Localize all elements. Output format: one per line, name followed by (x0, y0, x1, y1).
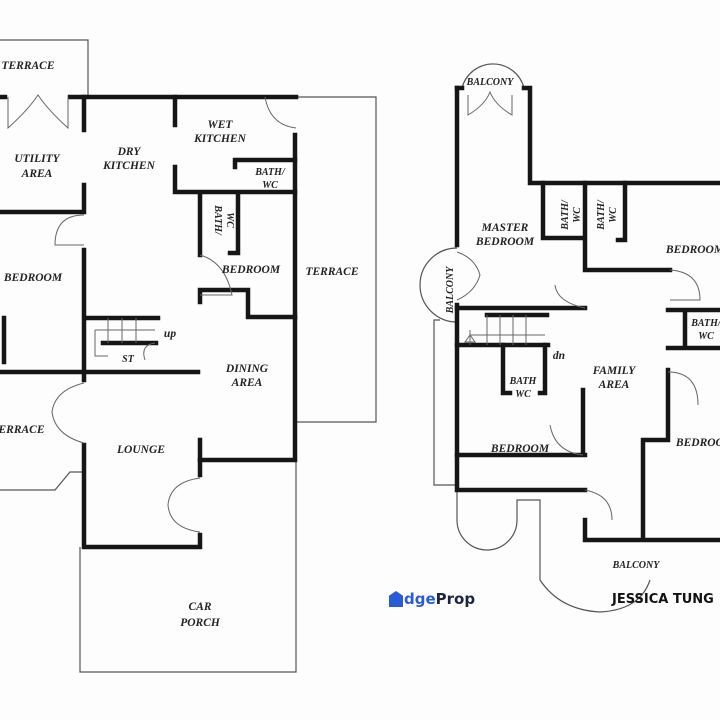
house-logo-icon (389, 591, 403, 607)
edgeprop-logo: dge Prop (389, 590, 475, 608)
label-ff-bath-wc-1b: WC (572, 207, 583, 223)
first-floor-walls (454, 85, 720, 543)
ground-floor-labels: TERRACE UTILITY AREA DRY KITCHEN WET KIT… (0, 60, 359, 629)
label-bedroom-left: BEDROOM (3, 272, 63, 284)
label-bedroom-left-ff: BEDROOM (490, 443, 550, 455)
label-dining-1: DINING (225, 363, 269, 375)
label-balcony-top: BALCONY (466, 77, 515, 88)
ground-floor-outline (0, 39, 377, 673)
label-dining-2: AREA (231, 377, 263, 389)
label-master-bedroom-1: MASTER (481, 222, 529, 234)
label-stairs-down: dn (553, 350, 565, 362)
label-utility-2: AREA (21, 168, 53, 180)
label-ff-bath-wc-1a: BATH/ (560, 199, 571, 231)
label-family-area-2: AREA (598, 379, 630, 391)
ground-floor-doors (7, 94, 297, 533)
label-terrace-top: TERRACE (1, 60, 54, 72)
label-balcony-left: BALCONY (445, 266, 456, 315)
label-ff-bath-wc-2a: BATH/ (596, 199, 607, 231)
first-floor-labels: BALCONY MASTER BEDROOM BATH/ WC BATH/ WC… (445, 77, 720, 571)
logo-text-dge: dge (404, 590, 436, 608)
label-bedroom-right-top: BEDROOM (665, 244, 720, 256)
label-wet-kitchen-1: WET (208, 119, 234, 131)
label-terrace-right: TERRACE (305, 266, 358, 278)
label-bedroom-right-bottom: BEDROOM (675, 437, 720, 449)
label-ff-bath-wc-2b: WC (608, 207, 619, 223)
label-stairs-up: up (164, 328, 176, 340)
label-ff-bath-wc-3a: BATH/ (690, 318, 720, 329)
label-bath-wc-2a: BATH/ (212, 204, 223, 236)
agent-name: JESSICA TUNG (612, 592, 714, 607)
label-ff-bath-wc-3b: WC (698, 331, 714, 342)
label-car-porch-1: CAR (188, 601, 211, 613)
label-bedroom-center: BEDROOM (221, 264, 281, 276)
ground-floor-walls (0, 94, 299, 550)
label-bath-wc-2b: WC (224, 212, 235, 228)
label-ff-bath-wc-4a: BATH (509, 376, 538, 387)
label-utility-1: UTILITY (14, 153, 60, 165)
label-wet-kitchen-2: KITCHEN (193, 133, 246, 145)
label-terrace-left: TERRACE (0, 424, 45, 436)
label-bath-wc-1b: WC (262, 180, 278, 191)
first-floor-doors (456, 90, 701, 521)
label-master-bedroom-2: BEDROOM (475, 236, 535, 248)
first-floor-outline (419, 63, 651, 613)
label-bath-wc-1a: BATH/ (254, 167, 286, 178)
label-dry-kitchen-1: DRY (117, 146, 142, 158)
logo-text-prop: Prop (435, 590, 476, 608)
label-balcony-bottom: BALCONY (612, 560, 661, 571)
label-car-porch-2: PORCH (180, 617, 221, 629)
label-ff-bath-wc-4b: WC (515, 389, 531, 400)
label-dry-kitchen-2: KITCHEN (102, 160, 155, 172)
label-lounge: LOUNGE (116, 444, 165, 456)
label-family-area-1: FAMILY (592, 365, 637, 377)
label-store: ST (122, 354, 135, 365)
